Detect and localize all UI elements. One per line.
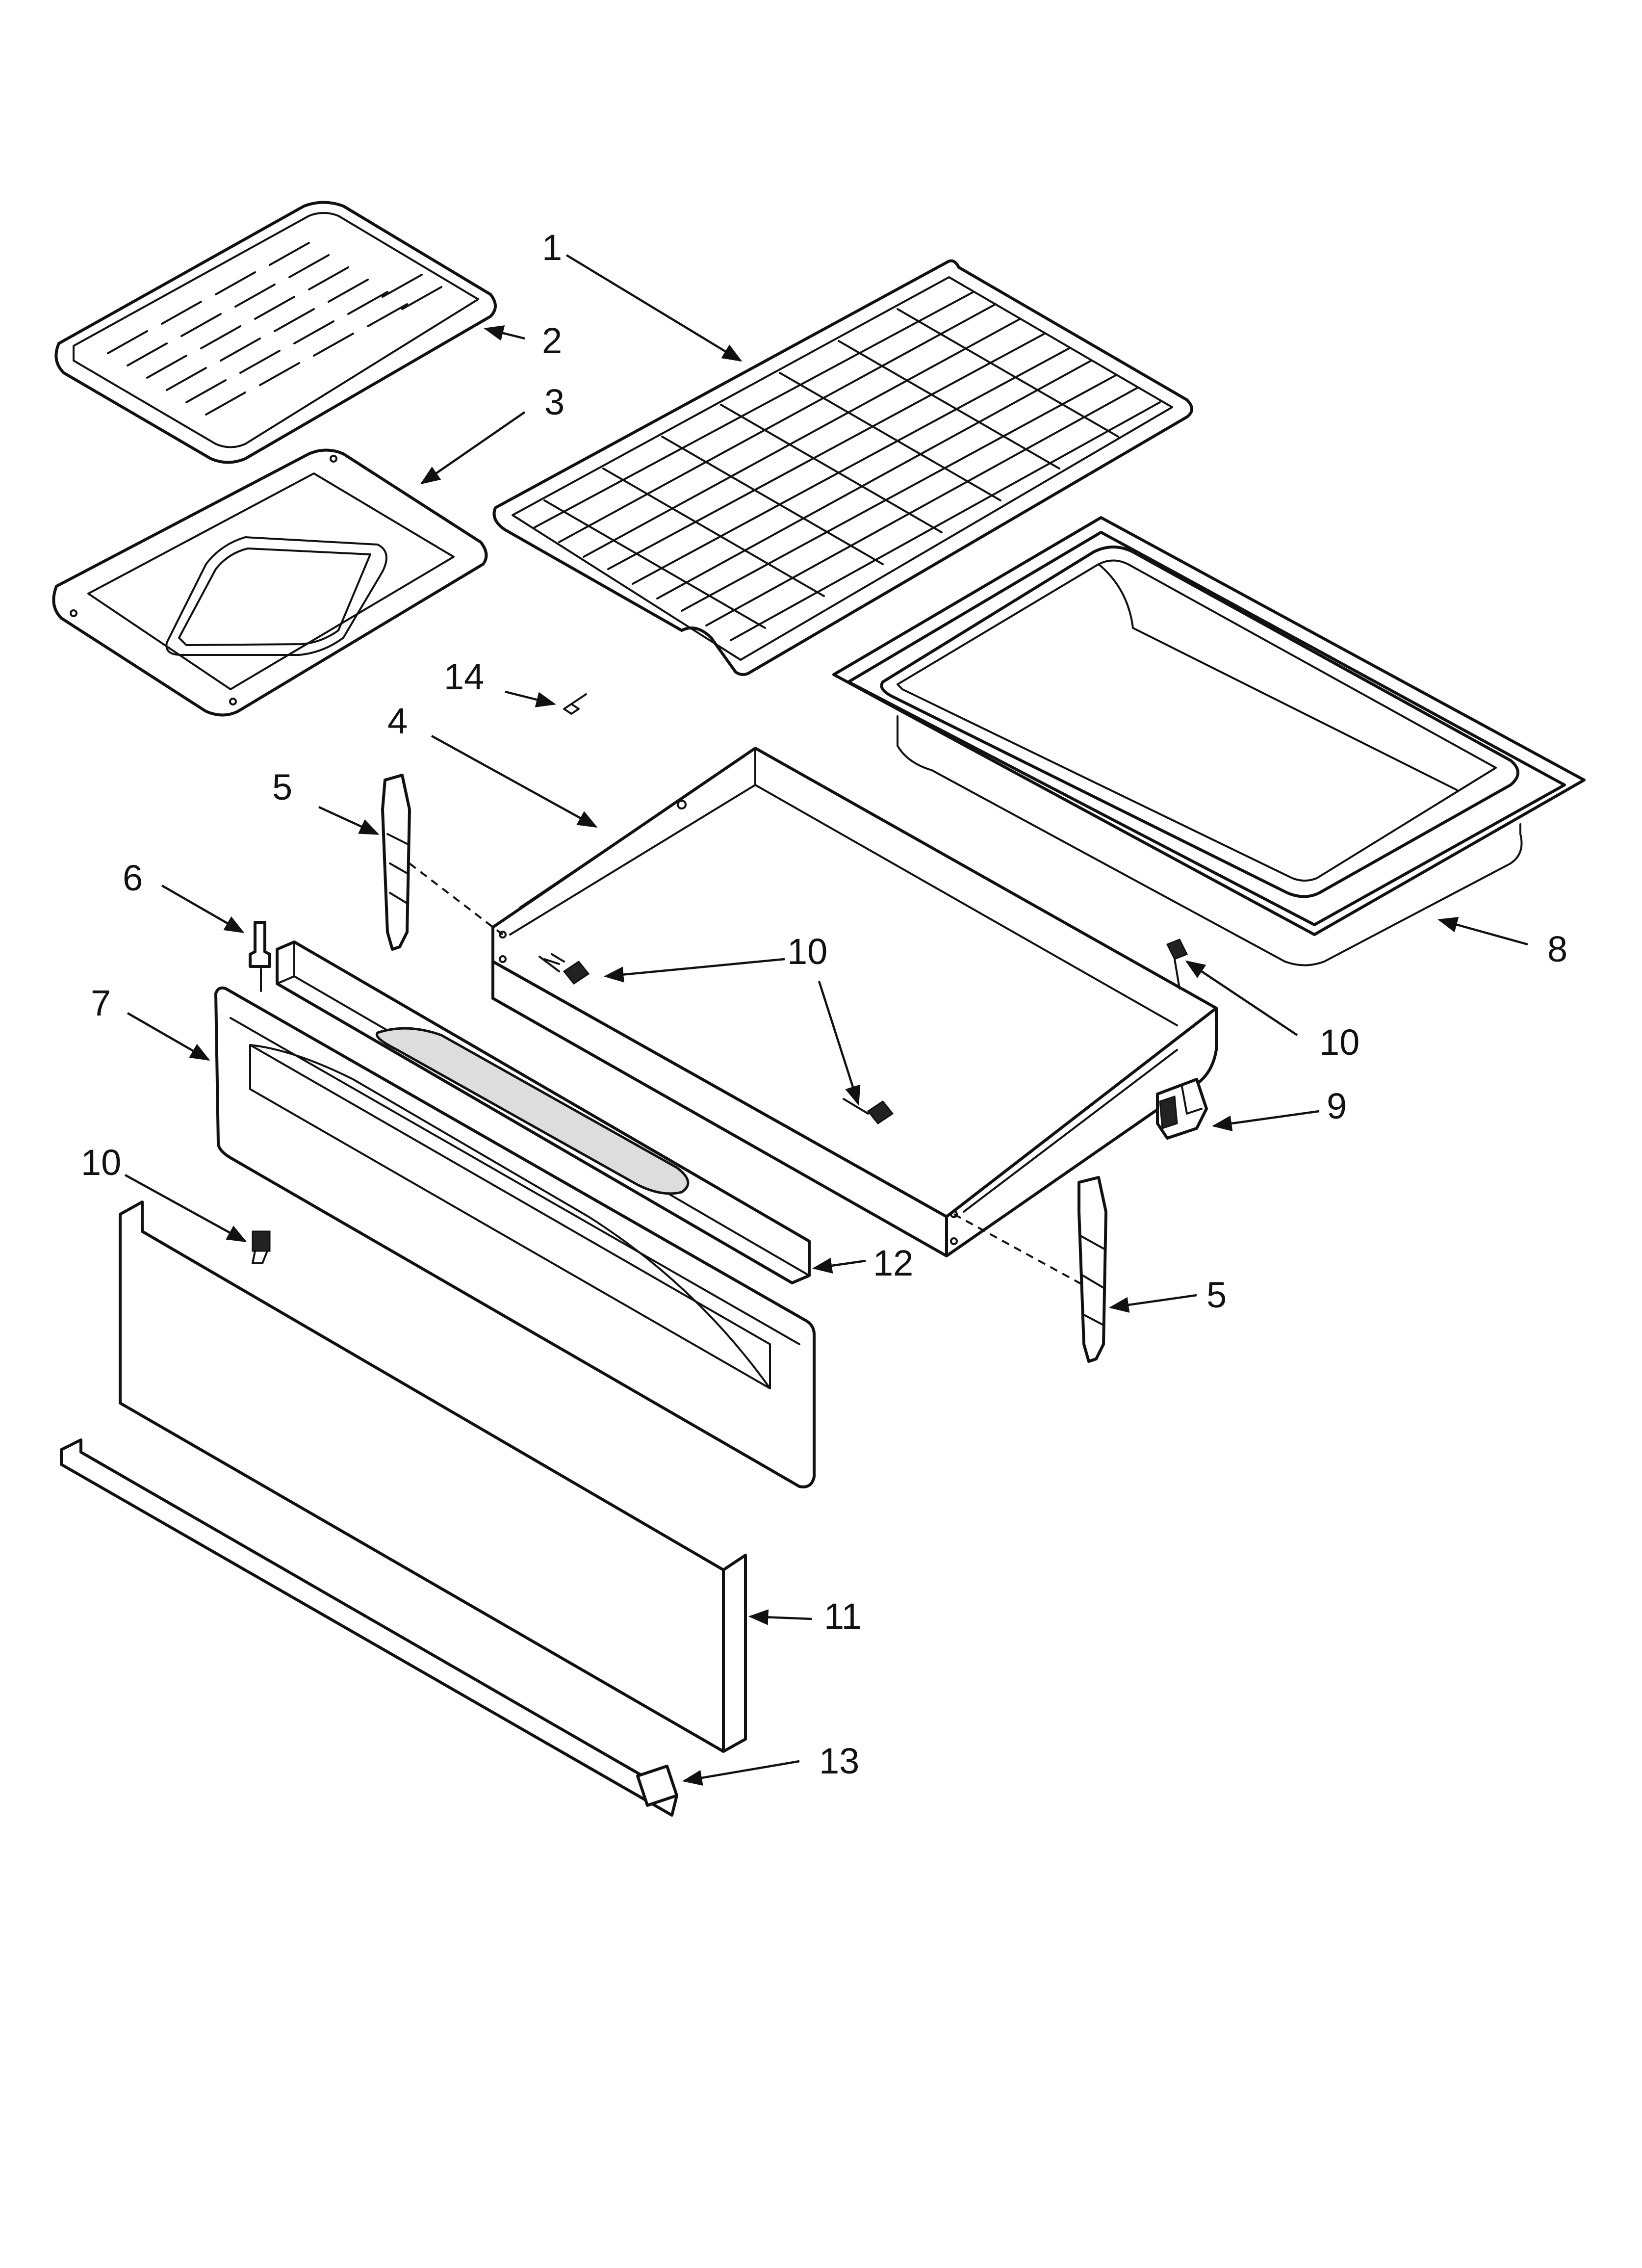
broiler-grid-slots: [107, 242, 442, 416]
callout-label-5b: 5: [1206, 1275, 1227, 1315]
leader-14: [505, 690, 556, 707]
callout-label-3: 3: [544, 382, 564, 422]
pin-part: [249, 921, 271, 992]
oven-rack-part: [492, 259, 1193, 676]
screw-upper-left-part: [539, 953, 590, 985]
leader-10b: [818, 981, 861, 1106]
callout-label-14: 14: [444, 656, 484, 697]
leader-10d: [124, 1174, 247, 1242]
clip-part: [563, 693, 587, 715]
leader-6: [161, 885, 245, 934]
callout-label-1: 1: [542, 227, 562, 268]
callout-label-2: 2: [542, 320, 562, 361]
leader-12: [812, 1257, 866, 1274]
screw-front-part: [252, 1230, 271, 1264]
leader-2: [484, 325, 525, 341]
drawer-front-trim-part: [276, 940, 811, 1284]
drawer-front-panel-part: [214, 986, 816, 1488]
leader-3: [420, 411, 526, 485]
leader-1: [565, 254, 743, 362]
alignment-line-right: [953, 1213, 1084, 1286]
base-trim-part: [60, 1438, 678, 1817]
callout-leaders: [124, 254, 1528, 1786]
leader-5b: [1108, 1294, 1197, 1313]
broiler-grid-part: [54, 201, 497, 464]
callout-label-6: 6: [123, 858, 143, 898]
leader-7: [127, 1012, 210, 1061]
callout-label-12: 12: [873, 1243, 913, 1283]
callout-label-11: 11: [824, 1596, 862, 1637]
leader-5a: [318, 806, 380, 835]
kick-panel-part: [119, 1200, 747, 1753]
leader-9: [1211, 1110, 1320, 1132]
callout-label-9: 9: [1327, 1086, 1347, 1126]
drawer-body-part: [491, 747, 1218, 1257]
callout-label-13: 13: [819, 1741, 859, 1781]
callout-label-5a: 5: [272, 767, 292, 808]
leader-8: [1437, 917, 1528, 946]
alignment-line-left: [409, 862, 504, 936]
leader-10a: [603, 958, 785, 983]
callout-label-10a: 10: [787, 931, 827, 972]
latch-part: [1156, 1078, 1208, 1140]
callout-label-10b: 10: [1319, 1022, 1360, 1063]
leader-4: [431, 735, 598, 828]
callout-label-8: 8: [1547, 929, 1567, 969]
leader-11: [748, 1609, 812, 1625]
screw-right-part: [1166, 938, 1188, 990]
callout-label-4: 4: [387, 701, 408, 741]
leader-10c: [1185, 960, 1298, 1036]
callout-label-7: 7: [91, 983, 111, 1023]
broiler-pan-part: [52, 448, 488, 717]
callout-labels: 1 2 3 4 5 5 6 7 8 9 10 10 10 11 12 13 14: [81, 227, 1567, 1781]
drawer-liner-part: [832, 516, 1586, 966]
leader-13: [682, 1760, 800, 1786]
drawer-slide-right-part: [1078, 1176, 1107, 1363]
drawer-slide-left-part: [381, 774, 411, 951]
callout-label-10c: 10: [81, 1142, 121, 1183]
